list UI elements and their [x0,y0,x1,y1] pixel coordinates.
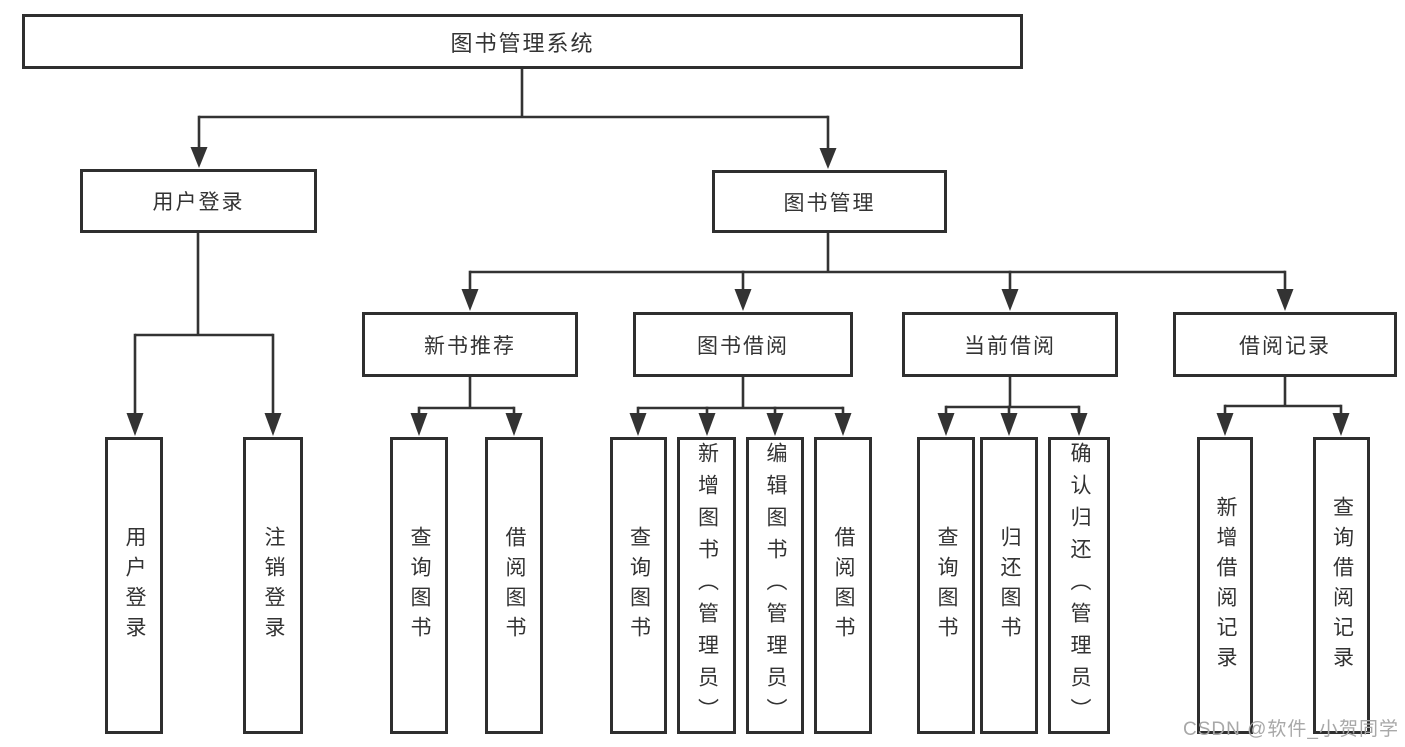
leaf-query-borrow-record: 查询借阅记录 [1313,437,1370,734]
watermark: CSDN @软件_小贺同学 [1183,719,1399,740]
leaf-add-borrow-record: 新增借阅记录 [1197,437,1253,734]
node-user-login: 用户登录 [80,169,317,233]
arrowhead-leaf-add-borrow-record [1216,413,1234,436]
leaf-return-books: 归还图书 [980,437,1038,734]
node-borrowing-records: 借阅记录 [1173,312,1397,377]
arrowhead-new-book-recommend [461,289,479,311]
arrowhead-leaf-edit-books-admin [766,413,784,436]
arrowhead-leaf-query-books-borrowing [629,413,647,436]
leaf-confirm-return-admin: 确认归还（管理员） [1048,437,1110,734]
leaf-edit-books-admin: 编辑图书（管理员） [746,437,804,734]
leaf-borrow-books-recommend: 借阅图书 [485,437,543,734]
arrowhead-leaf-query-books-recommend [410,413,428,436]
leaf-borrow-books-borrowing: 借阅图书 [814,437,872,734]
leaf-query-books-borrowing: 查询图书 [610,437,667,734]
arrowhead-leaf-logout [264,413,282,436]
arrowhead-leaf-query-borrow-record [1332,413,1350,436]
arrowhead-leaf-return-books [1000,413,1018,436]
arrowhead-leaf-query-books-current [937,413,955,436]
node-book-borrowing: 图书借阅 [633,312,853,377]
arrowhead-current-borrowing [1001,289,1019,311]
arrowhead-book-borrowing [734,289,752,311]
leaf-logout-login: 注销登录 [243,437,303,734]
leaf-add-books-admin: 新增图书（管理员） [677,437,736,734]
arrowhead-borrowing-records [1276,289,1294,311]
arrowhead-leaf-confirm-return [1070,413,1088,436]
node-book-management: 图书管理 [712,170,947,233]
arrowhead-book-management [819,148,837,169]
arrowhead-leaf-borrow-books-borrowing [834,413,852,436]
arrowhead-user-login [190,147,208,168]
leaf-query-books-current: 查询图书 [917,437,975,734]
node-current-borrowing: 当前借阅 [902,312,1118,377]
node-new-book-recommend: 新书推荐 [362,312,578,377]
leaf-user-login: 用户登录 [105,437,163,734]
arrowhead-leaf-borrow-books-recommend [505,413,523,436]
node-root: 图书管理系统 [22,14,1023,69]
arrowhead-leaf-user-login [126,413,144,436]
arrowhead-leaf-add-books-admin [698,413,716,436]
leaf-query-books-recommend: 查询图书 [390,437,448,734]
